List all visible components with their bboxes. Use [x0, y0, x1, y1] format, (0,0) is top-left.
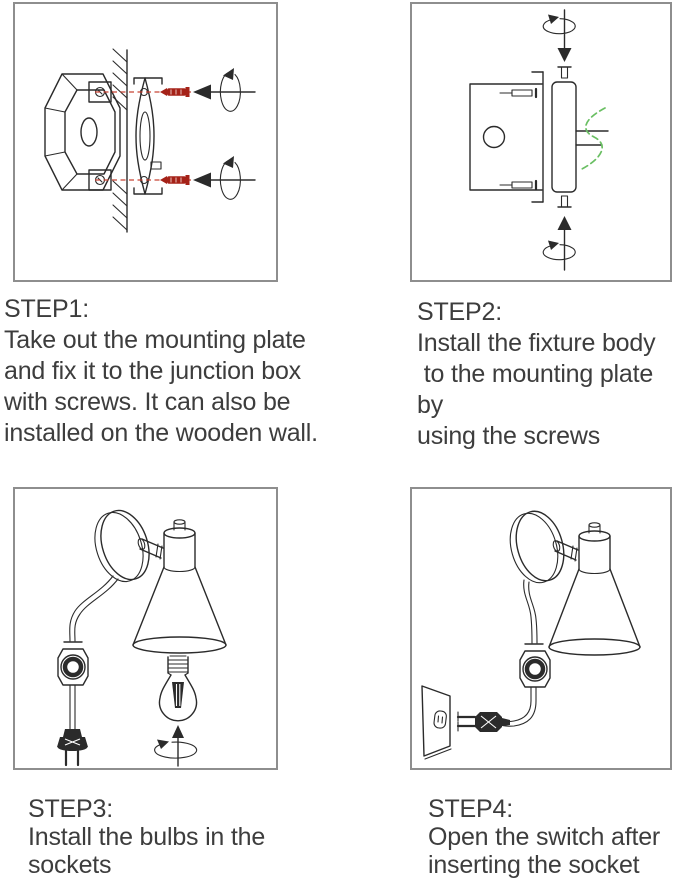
screw-icon-top — [557, 66, 572, 79]
step2-text-line: Install the fixture body — [417, 329, 656, 357]
step1-text-line: with screws. It can also be — [4, 388, 291, 416]
step2-diagram — [469, 9, 609, 271]
light-bulb — [158, 655, 198, 722]
rotation-arrow-icon — [542, 14, 576, 35]
step1-text-line: Take out the mounting plate — [4, 326, 306, 354]
step1-caption: STEP1: Take out the mounting plate and f… — [4, 294, 354, 449]
step3-diagram — [57, 509, 227, 767]
insert-arrow-icon — [154, 725, 198, 767]
step2-caption: STEP2: Install the fixture body to the m… — [417, 297, 677, 452]
power-cord — [63, 575, 119, 730]
wall-outlet — [421, 685, 452, 760]
step2-text-line: to the mounting plate by — [417, 360, 660, 419]
step4-label: STEP4: — [428, 795, 513, 823]
screw-axis-bottom — [95, 156, 256, 200]
step4-text-line: Open the switch after — [428, 823, 661, 851]
wall-hatching — [112, 48, 128, 233]
step1-diagram-panel — [13, 2, 278, 282]
insert-arrow-icon-top — [542, 9, 576, 62]
lamp-shade — [132, 566, 227, 654]
step2-text-line: using the screws — [417, 422, 600, 450]
rotation-arrow-icon — [219, 68, 241, 112]
canopy-disc — [94, 509, 150, 583]
mounting-plate — [551, 81, 577, 193]
step4-diagram — [421, 510, 641, 760]
screw-icon-bottom — [557, 195, 572, 208]
lamp-arm — [552, 540, 579, 562]
rotation-arrow-icon — [542, 240, 576, 261]
step4-caption: STEP4: Open the switch after inserting t… — [428, 795, 678, 879]
step1-label: STEP1: — [4, 295, 89, 323]
power-plug — [456, 711, 510, 732]
fixture-arm — [575, 130, 609, 146]
step1-text-line: and fix it to the junction box — [4, 357, 301, 385]
step3-caption: STEP3: Install the bulbs in the sockets — [28, 795, 328, 879]
junction-box — [44, 73, 121, 191]
step3-text-line: sockets — [28, 851, 112, 879]
junction-box — [469, 71, 544, 203]
lamp-socket — [578, 522, 611, 575]
canopy-disc — [509, 510, 565, 584]
mounting-plate — [133, 77, 163, 195]
lamp-shade — [548, 568, 641, 656]
step1-text-line: installed on the wooden wall. — [4, 419, 318, 447]
step3-text-line: Install the bulbs in the — [28, 823, 266, 851]
direction-arrow-icon — [193, 84, 256, 100]
step2-diagram-panel — [410, 2, 672, 282]
insert-arrow-icon-bottom — [542, 216, 576, 271]
power-cord — [501, 579, 544, 727]
power-plug — [57, 729, 88, 767]
inline-switch — [519, 650, 551, 688]
screw-icon — [160, 175, 190, 185]
mounting-screw-tab — [499, 87, 538, 99]
screw-icon — [160, 87, 190, 97]
inline-switch — [57, 648, 89, 686]
wall-lamp — [94, 509, 227, 654]
lamp-arm — [137, 538, 164, 560]
step4-text-line: inserting the socket — [428, 851, 640, 879]
mounting-screw-tab — [499, 179, 538, 191]
wall-lamp — [509, 510, 641, 656]
step1-diagram — [44, 48, 256, 233]
rotation-arrow-icon — [219, 156, 241, 200]
lamp-socket — [163, 519, 196, 573]
step3-diagram-panel — [13, 487, 278, 770]
step3-label: STEP3: — [28, 795, 113, 823]
fixture-body-break-line — [581, 107, 606, 170]
rotation-arrow-icon — [154, 739, 198, 759]
step4-diagram-panel — [410, 487, 672, 770]
direction-arrow-icon — [193, 172, 256, 188]
screw-axis-top — [95, 68, 256, 112]
step2-label: STEP2: — [417, 298, 502, 326]
